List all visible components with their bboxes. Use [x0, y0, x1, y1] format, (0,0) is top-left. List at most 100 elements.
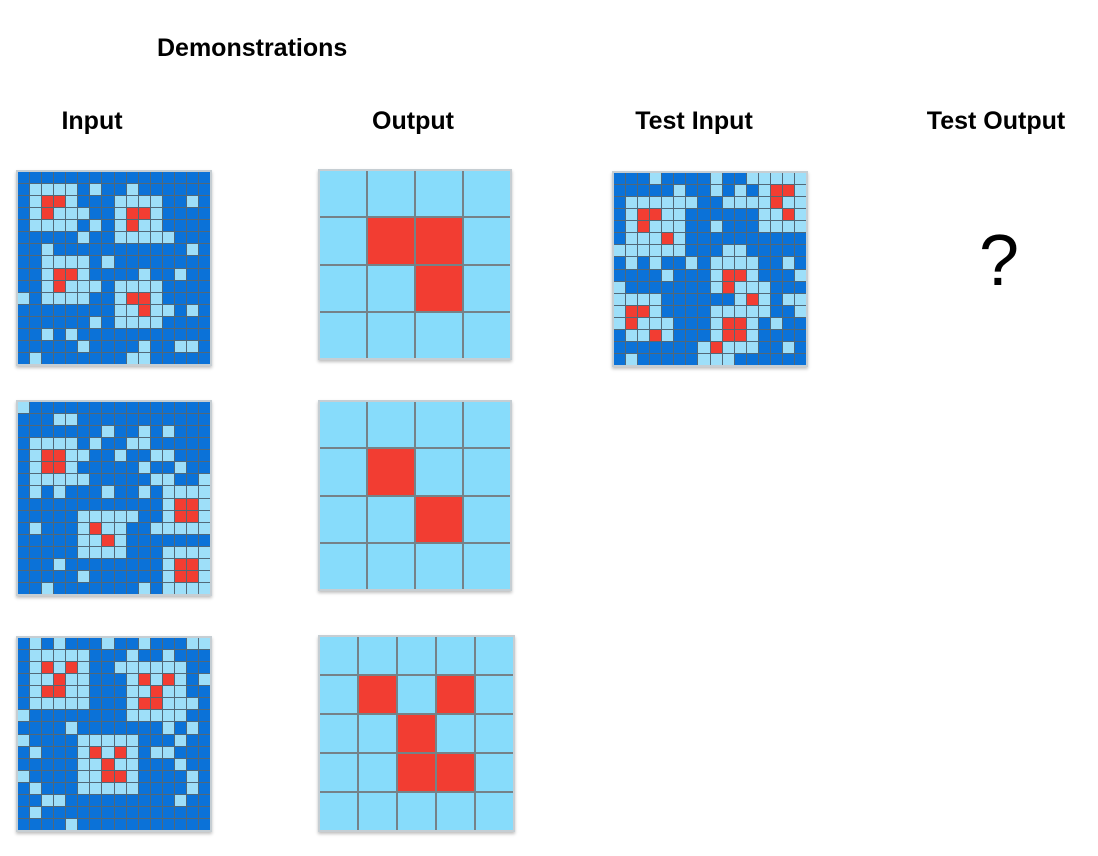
grid-cell — [198, 558, 210, 570]
grid-cell — [638, 281, 650, 293]
grid-cell — [186, 402, 198, 414]
grid-cell — [138, 710, 150, 722]
grid-cell — [614, 317, 626, 329]
grid-cell — [174, 414, 186, 426]
grid-cell — [66, 328, 78, 340]
grid-cell — [42, 782, 54, 794]
grid-cell — [30, 316, 42, 328]
grid-cell — [138, 546, 150, 558]
grid-cell — [102, 510, 114, 522]
grid-cell — [78, 280, 90, 292]
grid-cell — [186, 208, 198, 220]
grid-cell — [794, 221, 806, 233]
grid-cell — [126, 184, 138, 196]
grid-cell — [437, 676, 474, 713]
grid-cell — [320, 449, 366, 495]
grid-cell — [770, 245, 782, 257]
grid-cell — [710, 221, 722, 233]
grid-cell — [198, 570, 210, 582]
grid-cell — [320, 793, 357, 830]
grid-cell — [186, 522, 198, 534]
grid-cell — [464, 218, 510, 264]
grid-cell — [114, 734, 126, 746]
grid-cell — [770, 173, 782, 185]
grid-cell — [650, 293, 662, 305]
grid-cell — [722, 245, 734, 257]
grid-cell — [770, 209, 782, 221]
grid-cell — [114, 782, 126, 794]
grid-cell — [698, 173, 710, 185]
grid-cell — [174, 782, 186, 794]
grid-cell — [437, 754, 474, 791]
grid-cell — [150, 208, 162, 220]
grid-cell — [30, 806, 42, 818]
grid-cell — [150, 758, 162, 770]
grid-cell — [437, 637, 474, 674]
grid-cell — [54, 220, 66, 232]
grid-cell — [42, 686, 54, 698]
grid-cell — [90, 782, 102, 794]
grid-cell — [674, 233, 686, 245]
grid-cell — [18, 806, 30, 818]
grid-cell — [114, 650, 126, 662]
grid-cell — [30, 244, 42, 256]
grid-cell — [18, 438, 30, 450]
grid-cell — [30, 426, 42, 438]
grid-cell — [746, 329, 758, 341]
grid-cell — [102, 328, 114, 340]
grid-cell — [614, 197, 626, 209]
grid-cell — [90, 196, 102, 208]
grid-cell — [138, 486, 150, 498]
grid-cell — [782, 269, 794, 281]
grid-cell — [686, 317, 698, 329]
grid-cell — [782, 305, 794, 317]
grid-cell — [368, 402, 414, 448]
grid-cell — [320, 171, 366, 217]
grid-cell — [138, 510, 150, 522]
grid-cell — [42, 438, 54, 450]
grid-cell — [638, 197, 650, 209]
grid-cell — [138, 734, 150, 746]
grid-cell — [416, 218, 462, 264]
grid-cell — [18, 534, 30, 546]
grid-cell — [114, 340, 126, 352]
grid-cell — [42, 546, 54, 558]
grid-cell — [54, 340, 66, 352]
grid-cell — [30, 522, 42, 534]
grid-cell — [66, 650, 78, 662]
grid-cell — [138, 232, 150, 244]
grid-cell — [722, 293, 734, 305]
grid-cell — [186, 184, 198, 196]
grid-cell — [186, 650, 198, 662]
grid-cell — [662, 233, 674, 245]
grid-cell — [174, 662, 186, 674]
grid-cell — [18, 208, 30, 220]
grid-cell — [174, 546, 186, 558]
grid-cell — [126, 758, 138, 770]
grid-cell — [102, 722, 114, 734]
grid-cell — [30, 220, 42, 232]
grid-cell — [114, 686, 126, 698]
grid-cell — [198, 426, 210, 438]
grid-cell — [320, 402, 366, 448]
grid-cell — [102, 450, 114, 462]
grid-cell — [18, 558, 30, 570]
grid-cell — [102, 662, 114, 674]
grid-cell — [138, 244, 150, 256]
grid-cell — [722, 197, 734, 209]
grid-cell — [126, 498, 138, 510]
grid-cell — [54, 698, 66, 710]
grid-cell — [54, 806, 66, 818]
grid-cell — [174, 184, 186, 196]
grid-cell — [746, 257, 758, 269]
grid-cell — [114, 486, 126, 498]
grid-cell — [614, 233, 626, 245]
grid-cell — [126, 674, 138, 686]
grid-cell — [162, 172, 174, 184]
grid-cell — [782, 245, 794, 257]
grid-cell — [78, 292, 90, 304]
grid-cell — [162, 638, 174, 650]
grid-cell — [18, 546, 30, 558]
grid-cell — [114, 208, 126, 220]
grid-cell — [464, 312, 510, 358]
